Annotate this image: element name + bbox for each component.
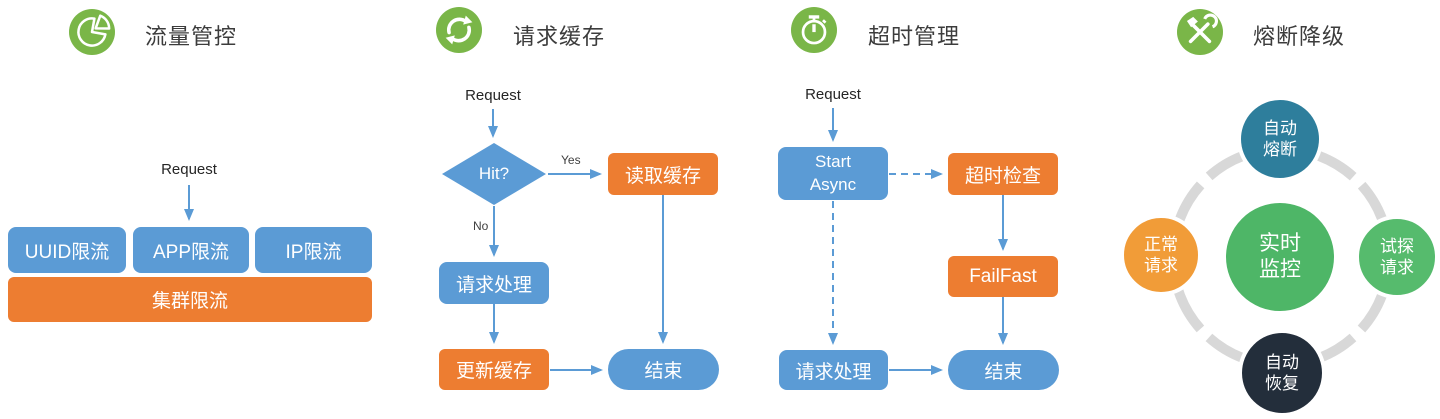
section-title-breaker: 熔断降级 <box>1253 24 1346 49</box>
auto-break-line1: 自动 <box>1263 118 1297 138</box>
probe-request-circle: 试探 请求 <box>1355 215 1439 299</box>
realtime-monitor-line1: 实时 <box>1259 231 1301 255</box>
cluster-limit-box: 集群限流 <box>8 277 372 322</box>
no-edge-label: No <box>473 219 489 233</box>
auto-recover-line2: 恢复 <box>1265 374 1299 393</box>
probe-request-line2: 请求 <box>1380 258 1414 277</box>
yes-edge-label: Yes <box>561 153 581 167</box>
probe-request-line1: 试探 <box>1380 236 1414 256</box>
uuid-limit-box: UUID限流 <box>8 227 126 273</box>
normal-request-line1: 正常 <box>1144 234 1178 254</box>
timeout-end-pill: 结束 <box>948 350 1059 390</box>
timeout-check-box: 超时检查 <box>948 153 1058 195</box>
timeout-request-label: Request <box>805 86 861 103</box>
auto-recover-line1: 自动 <box>1265 352 1299 372</box>
cache-end-pill: 结束 <box>608 349 719 390</box>
section-title-cache: 请求缓存 <box>513 24 606 49</box>
ip-limit-box: IP限流 <box>255 227 372 273</box>
start-async-line2: Async <box>809 174 857 194</box>
app-limit-box: APP限流 <box>133 227 249 273</box>
start-async-box: Start Async <box>778 147 888 200</box>
traffic-request-label: Request <box>161 161 217 178</box>
normal-request-line2: 请求 <box>1144 256 1178 275</box>
normal-request-circle: 正常 请求 <box>1120 214 1202 296</box>
section-title-traffic: 流量管控 <box>145 24 238 49</box>
section-title-timeout: 超时管理 <box>868 24 961 49</box>
read-cache-box: 读取缓存 <box>608 153 718 195</box>
update-cache-box: 更新缓存 <box>439 349 549 390</box>
tools-icon <box>1177 9 1223 55</box>
cache-process-box: 请求处理 <box>439 262 549 304</box>
cache-request-label: Request <box>465 87 521 104</box>
refresh-icon <box>436 7 482 53</box>
auto-break-circle: 自动 熔断 <box>1237 96 1323 182</box>
realtime-monitor-circle: 实时 监控 <box>1222 199 1338 315</box>
auto-recover-circle: 自动 恢复 <box>1238 329 1326 417</box>
stopwatch-icon <box>791 7 837 53</box>
pie-chart-icon <box>69 9 115 55</box>
failfast-box: FailFast <box>948 256 1058 297</box>
auto-break-line2: 熔断 <box>1263 140 1297 159</box>
timeout-process-box: 请求处理 <box>779 350 888 390</box>
realtime-monitor-line2: 监控 <box>1259 258 1301 281</box>
start-async-line1: Start <box>815 152 851 172</box>
hit-decision-diamond: Hit? <box>442 143 546 205</box>
